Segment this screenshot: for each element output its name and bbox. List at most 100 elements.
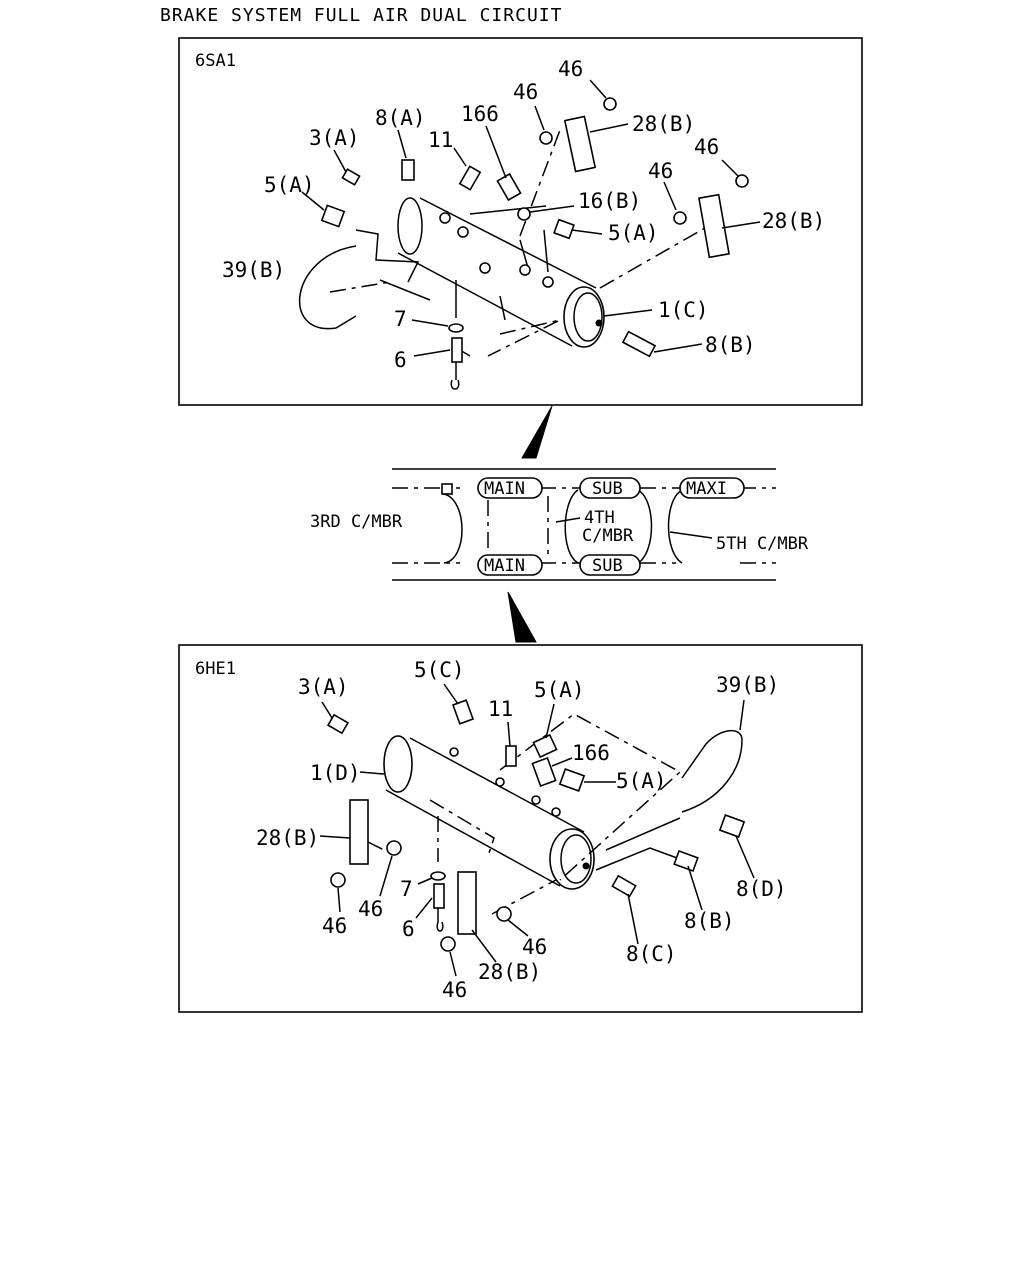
bottom-leader-46-d <box>449 951 457 977</box>
top-fitting-11 <box>458 165 482 191</box>
top-callout-7: 11 <box>428 128 453 152</box>
legend-3rd-mbr-bracket <box>443 493 463 564</box>
top-tank-end-front-rim <box>573 292 603 342</box>
top-tank-end-rear <box>397 197 423 255</box>
bottom-callout-18: 28(B) <box>478 960 541 984</box>
top-callout-13: 5(A) <box>608 221 659 245</box>
top-valve-6-ring <box>450 362 460 390</box>
top-centerline-a <box>329 281 391 293</box>
legend-tag-maxi-text: MAXI <box>686 479 727 499</box>
bottom-leader-3a <box>321 701 333 719</box>
bottom-leader-8c <box>627 893 639 945</box>
bottom-leader-46-b <box>379 855 393 897</box>
top-bracket-right <box>698 193 730 259</box>
legend-3rd-mbr-label: 3RD C/MBR <box>310 512 403 532</box>
top-callout-3: 28(B) <box>632 112 695 136</box>
top-callout-16: 7 <box>394 307 407 331</box>
arrow-to-bottom-panel <box>507 591 537 643</box>
bottom-bracket-center <box>457 871 477 935</box>
top-centerline-c <box>487 319 561 357</box>
bottom-callout-8: 5(A) <box>616 769 667 793</box>
legend-tag-main-bottom-text: MAIN <box>484 556 525 576</box>
bottom-callout-10: 8(D) <box>736 877 787 901</box>
legend-tag-main-bottom <box>477 554 543 576</box>
top-callout-4: 166 <box>461 102 499 126</box>
bottom-callout-12: 7 <box>400 877 413 901</box>
top-nut-a <box>603 97 617 111</box>
arrow-to-top-panel <box>521 405 553 459</box>
top-leader-46b <box>534 105 545 131</box>
top-callout-5: 8(A) <box>375 106 426 130</box>
bottom-air-tank-drawing <box>326 699 746 952</box>
bottom-leader-8b <box>687 865 703 911</box>
top-leader-46c <box>721 159 739 177</box>
top-engine-label: 6SA1 <box>195 51 236 71</box>
top-nut-c <box>735 174 749 188</box>
bottom-fitting-5a-lower <box>558 768 586 792</box>
top-callout-10: 5(A) <box>264 173 315 197</box>
bottom-fitting-8d <box>718 814 746 838</box>
legend-4th-mbr-label-1: 4TH <box>584 508 615 528</box>
legend-tag-main-top-text: MAIN <box>484 479 525 499</box>
top-washer-7 <box>448 323 464 333</box>
bottom-fitting-3a <box>326 713 350 735</box>
top-tank-body <box>397 197 597 347</box>
legend-marker <box>441 483 453 495</box>
bottom-callout-19: 46 <box>442 978 467 1002</box>
bottom-nut-e <box>449 747 459 757</box>
top-tank-drain-port <box>595 319 603 327</box>
top-bracket-upper <box>563 115 597 173</box>
top-callout-12: 28(B) <box>762 209 825 233</box>
legend-tag-sub-bottom <box>579 554 641 576</box>
top-leader-7 <box>411 319 449 327</box>
bottom-callout-2: 3(A) <box>298 675 349 699</box>
bottom-callout-14: 46 <box>322 914 347 938</box>
bottom-callout-11: 46 <box>358 897 383 921</box>
top-nut-j <box>517 207 531 221</box>
bottom-callout-13: 8(B) <box>684 909 735 933</box>
page-title: BRAKE SYSTEM FULL AIR DUAL CIRCUIT <box>160 5 562 26</box>
top-fitting-3a <box>341 168 361 186</box>
bottom-nut-a <box>386 840 402 856</box>
top-leader-166 <box>485 125 507 179</box>
bottom-leader-46-c <box>507 919 529 937</box>
top-callout-11: 16(B) <box>578 189 641 213</box>
bottom-tank-pipe <box>595 817 689 871</box>
bottom-nut-c <box>496 906 512 922</box>
legend-5th-mbr-bracket <box>667 489 683 564</box>
bottom-tank-end-front-rim <box>560 834 592 884</box>
bottom-nut-b <box>330 872 346 888</box>
legend-tag-sub-bottom-text: SUB <box>592 556 623 576</box>
bottom-fitting-5c <box>451 699 475 725</box>
bottom-tank-hose <box>681 730 743 813</box>
bottom-centerline-c <box>367 841 389 853</box>
top-callout-17: 8(B) <box>705 333 756 357</box>
top-centerline-d <box>519 129 561 237</box>
bottom-leader-39b <box>739 699 745 731</box>
bottom-leader-5a-upper <box>545 703 555 739</box>
top-leader-28b <box>589 123 629 133</box>
top-air-tank-drawing <box>298 97 749 390</box>
bottom-leader-5c <box>443 683 459 705</box>
bottom-callout-leaders <box>319 683 755 977</box>
top-fitting-5a-left <box>320 204 346 228</box>
bottom-nut-h <box>551 807 561 817</box>
bottom-leader-46-a <box>337 887 341 913</box>
top-leader-6 <box>413 349 451 357</box>
legend-5th-mbr-label: 5TH C/MBR <box>716 534 809 554</box>
top-nut-h <box>519 264 531 276</box>
legend-4th-mbr-bracket-r <box>564 489 653 564</box>
top-callout-15: 1(C) <box>658 298 709 322</box>
bottom-callout-17: 8(C) <box>626 942 677 966</box>
top-callout-2: 46 <box>513 80 538 104</box>
bottom-fitting-11 <box>505 745 517 767</box>
top-nut-i <box>542 276 554 288</box>
bottom-washer-7 <box>430 871 446 881</box>
bottom-leader-28b-left <box>319 835 351 839</box>
bottom-callout-1: 5(C) <box>414 658 465 682</box>
top-leader-11 <box>453 147 467 167</box>
top-fitting-8b <box>621 330 657 358</box>
bottom-fitting-8b <box>673 849 699 873</box>
top-tank-leader <box>379 279 506 357</box>
